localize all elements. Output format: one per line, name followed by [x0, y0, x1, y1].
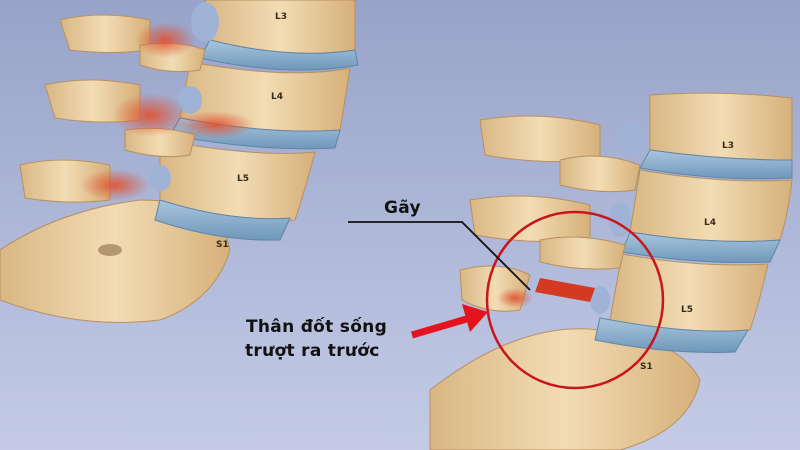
fracture-pointer-line [348, 221, 531, 291]
slip-arrow [411, 304, 488, 339]
left-label-l3: L3 [275, 12, 287, 22]
slip-label-line2: trượt ra trước [245, 341, 380, 361]
right-spine [429, 92, 793, 450]
left-label-l4: L4 [271, 92, 283, 102]
left-label-s1: S1 [216, 240, 229, 250]
right-label-s1: S1 [640, 362, 653, 372]
fracture-label: Gãy [384, 198, 421, 218]
slip-label-line1: Thân đốt sống [246, 317, 388, 337]
right-label-l5: L5 [681, 305, 693, 315]
right-label-l3: L3 [722, 141, 734, 151]
left-spine [0, 0, 359, 323]
right-label-l4: L4 [704, 218, 716, 228]
left-label-l5: L5 [237, 174, 249, 184]
highlight-circle [485, 210, 665, 390]
